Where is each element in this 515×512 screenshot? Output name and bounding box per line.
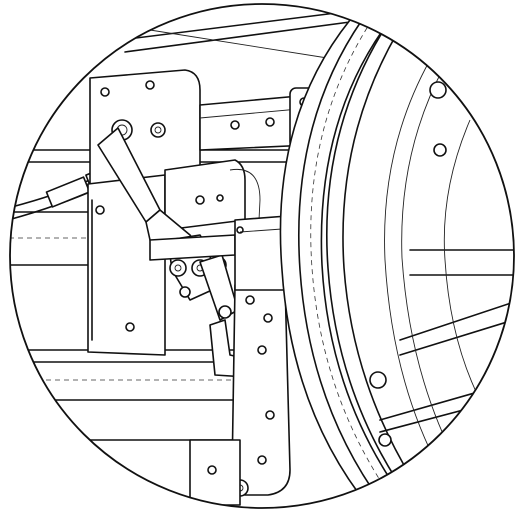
detail-contents xyxy=(10,9,514,508)
detail-border xyxy=(9,3,515,509)
wheel-icon xyxy=(279,19,481,508)
bracket-icon xyxy=(189,281,291,506)
